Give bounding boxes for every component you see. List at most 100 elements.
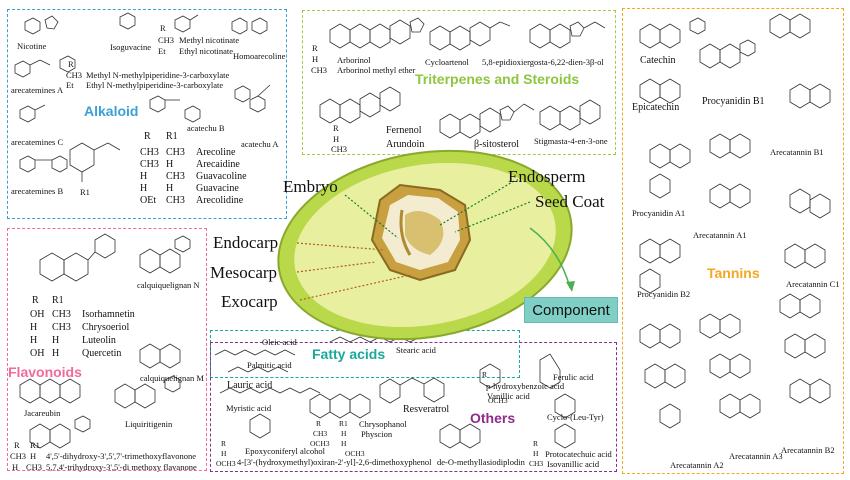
epicatechin-label: Epicatechin <box>632 102 680 113</box>
flav-col-r1: R1 <box>52 295 64 306</box>
flav-col-r: R <box>32 295 39 306</box>
oth-r4: R1 <box>339 419 348 428</box>
alk-row-1-r1: H <box>166 159 174 170</box>
stigmasta-label: Stigmasta-4-en-3-one <box>534 136 608 146</box>
alk-row-1-r: CH3 <box>140 159 159 170</box>
tri-r-label: R <box>312 43 318 53</box>
flav-row-1-name: Chrysoeriol <box>82 322 130 333</box>
flavonoids-title: Flavonoids <box>8 364 82 380</box>
flav-bottom-r2b: CH3 <box>26 462 43 472</box>
epoxy-long-label: 4-[3'-(hydroxymethyl)oxiran-2'-yl]-2,6-d… <box>237 457 432 467</box>
arecatannin-a3-label: Arecatannin A3 <box>729 451 783 461</box>
alk-row-0-r1: CH3 <box>166 147 185 158</box>
procyanidin-a1-label: Procyanidin A1 <box>632 208 686 218</box>
flav-row-2-r: H <box>30 335 38 346</box>
arecatannin-a2-label: Arecatannin A2 <box>670 460 724 470</box>
physcion-label: Physcion <box>361 429 393 439</box>
fernenol-label: Fernenol <box>386 125 422 136</box>
flav-bottom-r1b: H <box>30 451 37 461</box>
arecatannin-c1-label: Arecatannin C1 <box>786 279 840 289</box>
flav-row-3-name: Quercetin <box>82 348 122 359</box>
alk-row-2-name: Guavacoline <box>196 171 247 182</box>
endosperm-label: Endosperm <box>508 167 586 186</box>
flav-bottom-r2: H <box>12 462 19 472</box>
oth-r-oh: R <box>482 370 488 379</box>
myristic-label: Myristic acid <box>226 403 272 413</box>
flav-row-1-r1: CH3 <box>52 322 71 333</box>
arborinol-label: Arborinol <box>337 55 371 65</box>
oth-och3-ferulic: OCH3 <box>488 396 508 405</box>
cyclo-label: Cyclo-(Leu-Tyr) <box>547 412 604 422</box>
oth-r3-ch3: CH3 <box>313 429 328 438</box>
oth-h: H <box>221 449 227 458</box>
arecatemines-b-label: arecatemines B <box>11 186 64 196</box>
homoarecoline-label: Homoarecoline <box>233 51 286 61</box>
oth-rr-ch3: CH3 <box>529 459 544 468</box>
flav-row-0-r: OH <box>30 309 45 320</box>
nicotine-label: Nicotine <box>17 41 47 51</box>
mesocarp-label: Mesocarp <box>210 263 278 282</box>
flav-row-3-r1: H <box>52 348 60 359</box>
oth-och3-2: OCH3 <box>345 449 365 458</box>
calquiquelignan-n-label: calquiquelignan N <box>137 280 200 290</box>
flav-row-3-r: OH <box>30 348 45 359</box>
isoguvacine-label: Isoguvacine <box>110 42 152 52</box>
flav-row-0-r1: CH3 <box>52 309 71 320</box>
alk-r1-label: R1 <box>80 187 90 197</box>
acatechu-b-label: acatechu B <box>187 123 225 133</box>
oth-r4-h2: H <box>341 439 347 448</box>
flav-row-1-r: H <box>30 322 38 333</box>
flav-row-2-r1: H <box>52 335 60 346</box>
alk-r-label: R <box>160 23 166 33</box>
alk-row-3-r: H <box>140 183 148 194</box>
stearic-label: Stearic acid <box>396 345 436 355</box>
triterpenes-title: Triterpenes and Steroids <box>415 71 580 87</box>
arecatannin-b1-label: Arecatannin B1 <box>770 147 824 157</box>
tri-h: H <box>312 54 319 64</box>
component-box: Component <box>524 297 618 323</box>
alk-r-ch3: CH3 <box>158 35 175 45</box>
others-title: Others <box>470 410 516 426</box>
flavonoids-box <box>7 228 207 471</box>
alk-r2-label: R <box>68 59 74 69</box>
arborinol-me-label: Arborinol methyl ether <box>337 65 416 75</box>
alk-tbl-col-r: R <box>144 131 151 142</box>
vanillic-label: Vanillic acid <box>487 391 530 401</box>
tri-r2-label: R <box>333 123 339 133</box>
flav-bottom-r1: CH3 <box>10 451 27 461</box>
protocatechuic-label: Protocatechuic acid <box>545 449 612 459</box>
alk-r2-et: Et <box>66 80 74 90</box>
alk-row-4-name: Arecolidine <box>196 195 244 206</box>
arundoin-label: Arundoin <box>386 139 425 150</box>
seed-coat-label: Seed Coat <box>535 192 605 211</box>
chrysophanol-label: Chrysophanol <box>359 419 407 429</box>
alk-row-4-r: OEt <box>140 195 157 206</box>
ferulic-label: Ferulic acid <box>553 372 594 382</box>
alk-r-et: Et <box>158 46 166 56</box>
tri-r2-h: H <box>333 134 340 144</box>
alk-tbl-col-r1: R1 <box>166 131 178 142</box>
alk-row-4-r1: CH3 <box>166 195 185 206</box>
alk-row-0-r: CH3 <box>140 147 159 158</box>
methyl-pip-label: Methyl N-methylpiperidine-3-carboxylate <box>86 70 230 80</box>
sitosterol-label: β-sitosterol <box>474 139 520 150</box>
flav-bottom-name2: 5,7,4'-trihydroxy-3',5'-di methoxy flava… <box>46 462 197 472</box>
oth-r-label: R <box>221 439 227 448</box>
arecatannin-b2-label: Arecatannin B2 <box>781 445 835 455</box>
others-box <box>210 342 617 472</box>
tannins-box <box>622 8 844 474</box>
tannins-title: Tannins <box>707 265 760 281</box>
flav-row-0-name: Isorhamnetin <box>82 309 135 320</box>
epidioxi-label: 5,8-epidioxiergosta-6,22-dien-3β-ol <box>482 57 604 67</box>
oth-r4-h: H <box>341 429 347 438</box>
arecatemines-a-label: arecatemines A <box>11 85 64 95</box>
flav-bottom-name1: 4',5'-dihydroxy-3',5',7'-trimethoxyflavo… <box>46 451 197 461</box>
endocarp-label: Endocarp <box>213 233 279 252</box>
resveratrol-label: Resveratrol <box>403 404 450 415</box>
de-o-label: de-O-methyllasiodiplodin <box>437 457 525 467</box>
procyanidin-b1-label: Procyanidin B1 <box>702 96 765 107</box>
ethyl-nicotinate-label: Ethyl nicotinate <box>179 46 234 56</box>
